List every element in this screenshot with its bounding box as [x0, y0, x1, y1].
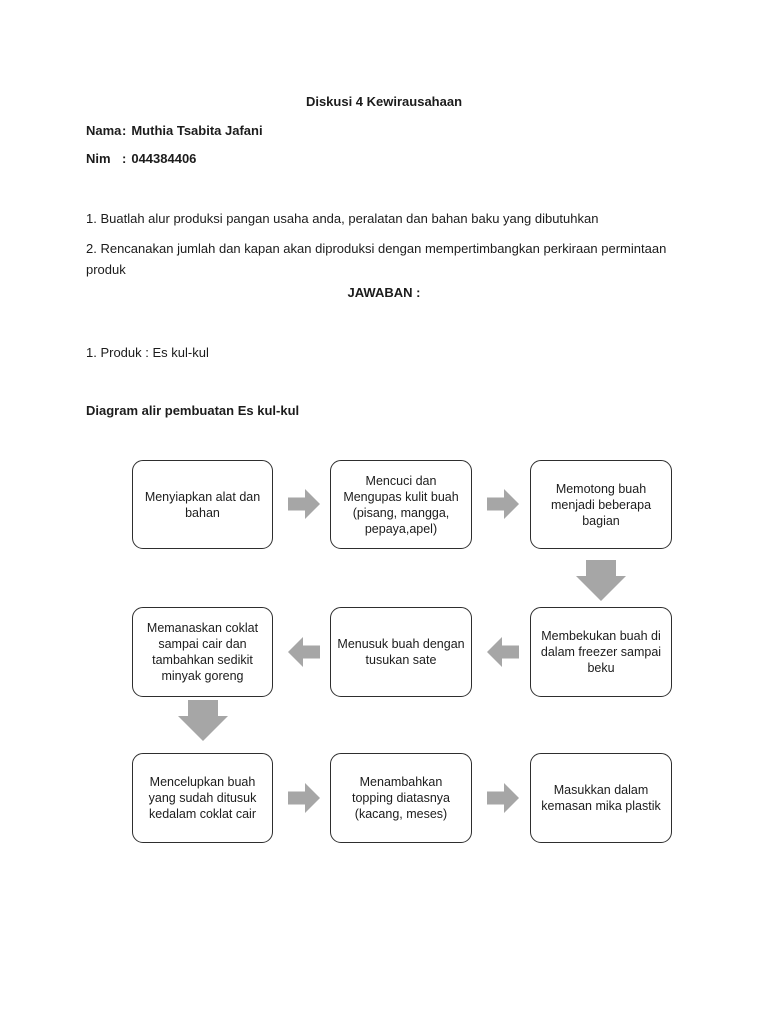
- arrow-right-icon: [288, 783, 320, 818]
- question-1: 1. Buatlah alur produksi pangan usaha an…: [86, 211, 599, 226]
- flow-step-menambahkan: Menambahkan topping diatasnya (kacang, m…: [330, 753, 472, 843]
- arrow-down-icon: [576, 560, 626, 606]
- question-2: 2. Rencanakan jumlah dan kapan akan dipr…: [86, 241, 667, 277]
- identity-row-nama: Nama: Muthia Tsabita Jafani: [86, 123, 263, 138]
- identity-value: 044384406: [131, 151, 197, 166]
- identity-label: Nama: [86, 123, 122, 138]
- flow-step-memanaskan: Memanaskan coklat sampai cair dan tambah…: [132, 607, 273, 697]
- answer-heading: JAWABAN :: [347, 285, 421, 300]
- page-title: Diskusi 4 Kewirausahaan: [305, 94, 463, 109]
- identity-value: Muthia Tsabita Jafani: [131, 123, 263, 138]
- arrow-right-icon: [288, 489, 320, 524]
- identity-row-nim: Nim:044384406: [86, 151, 196, 166]
- arrow-left-icon: [487, 637, 519, 672]
- flow-step-memotong: Memotong buah menjadi beberapa bagian: [530, 460, 672, 549]
- diagram-heading: Diagram alir pembuatan Es kul-kul: [86, 403, 300, 418]
- arrow-down-icon: [178, 700, 228, 746]
- flow-step-masukkan: Masukkan dalam kemasan mika plastik: [530, 753, 672, 843]
- flow-step-menyiapkan: Menyiapkan alat dan bahan: [132, 460, 273, 549]
- arrow-right-icon: [487, 489, 519, 524]
- flow-step-mencelupkan: Mencelupkan buah yang sudah ditusuk keda…: [132, 753, 273, 843]
- identity-label: Nim: [86, 151, 111, 166]
- identity-separator: :: [122, 151, 127, 166]
- identity-separator: :: [122, 123, 127, 138]
- arrow-right-icon: [487, 783, 519, 818]
- flow-step-mencuci: Mencuci dan Mengupas kulit buah (pisang,…: [330, 460, 472, 549]
- flow-step-membekukan: Membekukan buah di dalam freezer sampai …: [530, 607, 672, 697]
- product-line: 1. Produk : Es kul-kul: [86, 345, 209, 360]
- arrow-left-icon: [288, 637, 320, 672]
- flow-step-menusuk: Menusuk buah dengan tusukan sate: [330, 607, 472, 697]
